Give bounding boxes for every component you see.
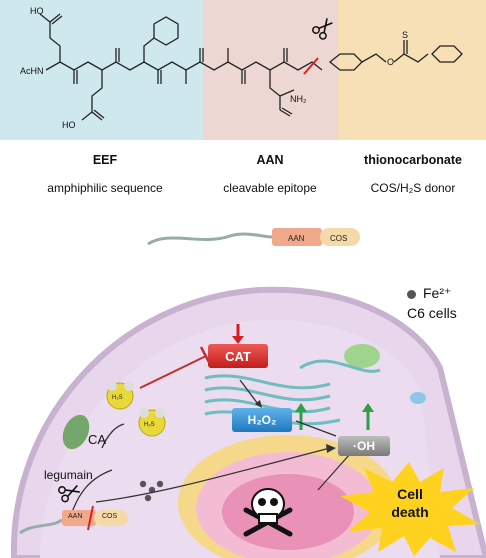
segment-thionocarbonate-desc: COS/H₂S donor — [370, 181, 456, 195]
segment-aan-desc: cleavable epitope — [223, 181, 317, 195]
legumain-label: legumain — [44, 468, 93, 482]
fe-legend: Fe²⁺ C6 cells — [407, 285, 477, 325]
fe-label: Fe²⁺ — [423, 285, 452, 301]
cat-box: CAT — [208, 344, 268, 368]
cell-death-burst — [340, 462, 480, 556]
cell-death-label: Cell death — [370, 485, 450, 521]
nh2-label: NH₂ — [290, 94, 307, 104]
ho-bottom-label: HO — [62, 120, 76, 130]
peptide-structure: AcHN HO HO NH₂ S O — [20, 6, 463, 130]
cell-death-line-1: Cell — [397, 486, 423, 502]
segment-aan: AAN — [200, 153, 340, 167]
segment-aan-name: AAN — [256, 153, 284, 167]
h2s-label-1: H₂S — [112, 395, 123, 401]
segment-eef-name: EEF — [92, 153, 118, 167]
o-label: O — [387, 57, 394, 67]
cell-tag-aan: AAN — [68, 513, 83, 520]
segment-eef-desc: amphiphilic sequence — [47, 181, 163, 195]
panel-thionocarbonate — [338, 0, 486, 140]
cell-death-line-2: death — [391, 504, 429, 520]
h2o2-box: H₂O₂ — [232, 408, 292, 432]
scissors-icon-cell — [58, 484, 80, 503]
h2o2-label: H₂O₂ — [247, 413, 277, 427]
cat-label: CAT — [225, 348, 251, 364]
probe-molecule: AAN COS — [147, 228, 360, 246]
segment-thionocarbonate-name: thionocarbonate — [364, 153, 462, 167]
probe-tag-aan: AAN — [288, 234, 305, 243]
acnh-label: AcHN — [20, 66, 44, 76]
cell-tag-cos: COS — [102, 513, 118, 520]
oh-label: ·OH — [353, 439, 375, 453]
segment-thionocarbonate: thionocarbonate — [340, 153, 486, 167]
fe-dot-icon — [407, 290, 416, 299]
oh-box: ·OH — [338, 436, 390, 456]
h2s-label-2: H₂S — [144, 422, 155, 428]
probe-tag-cos: COS — [330, 234, 347, 243]
h2s-sphere-2 — [138, 408, 166, 437]
ca-label: CA — [88, 432, 107, 447]
skull-icon — [243, 488, 293, 537]
c6-cells-label: C6 cells — [407, 305, 457, 321]
s-label: S — [402, 30, 408, 40]
ho-top-label: HO — [30, 6, 44, 16]
segment-eef: EEF — [20, 153, 190, 167]
scissors-icon — [312, 18, 333, 40]
h2s-sphere-1 — [106, 381, 134, 410]
